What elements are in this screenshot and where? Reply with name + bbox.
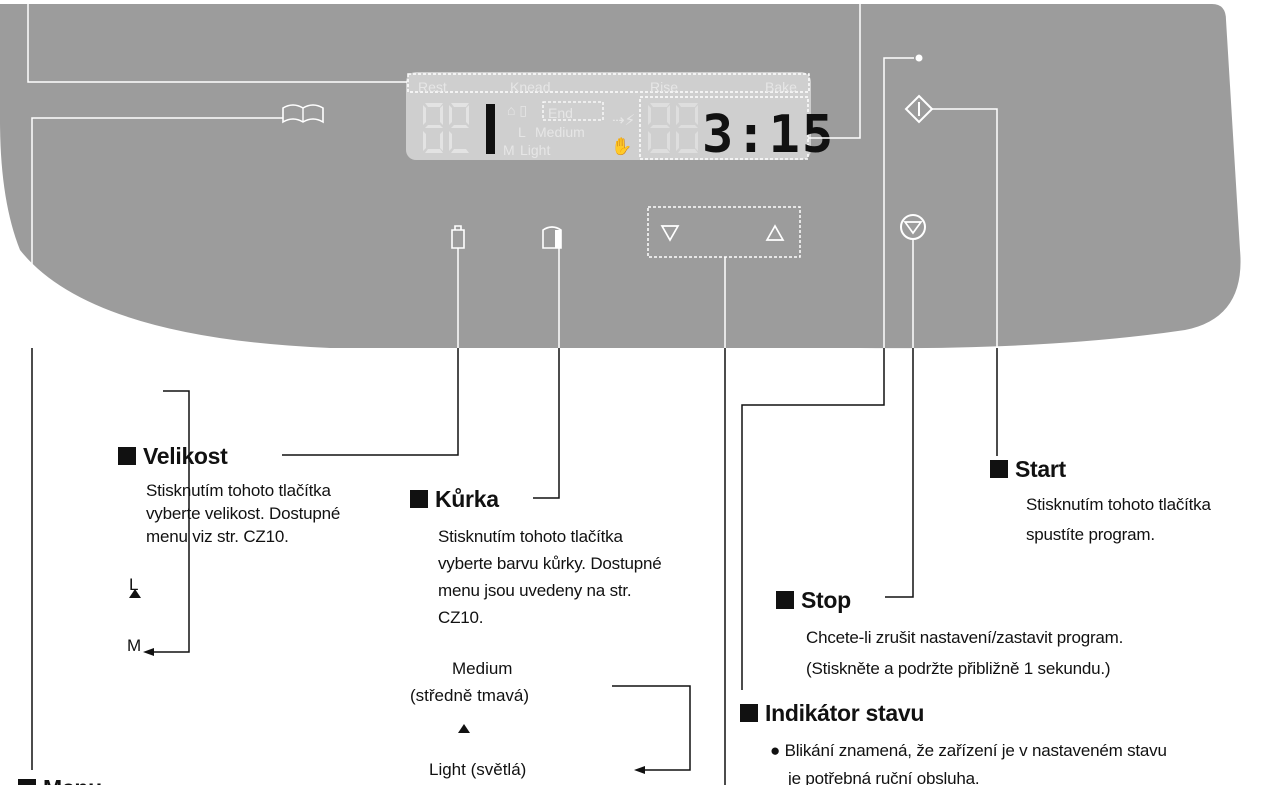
stage-rest: Rest	[418, 79, 447, 95]
size-line-3: menu viz str. CZ10.	[146, 527, 289, 546]
size-button[interactable]	[451, 225, 465, 249]
timer-buttons-highlight	[647, 206, 801, 258]
crust-callout-text: Stisknutím tohoto tlačítka vyberte barvu…	[438, 523, 662, 631]
stop-line-2: (Stiskněte a podržte přibližně 1 sekundu…	[806, 659, 1111, 678]
timer-up-button[interactable]	[765, 224, 785, 241]
crust-line-4: CZ10.	[438, 608, 484, 627]
start-title-text: Start	[1015, 456, 1066, 482]
timer-digits: 3:15	[648, 103, 835, 165]
stage-bake: Bake	[765, 79, 797, 95]
size-line-2: vyberte velikost. Dostupné	[146, 504, 341, 523]
size-callout-title: Velikost	[118, 443, 228, 470]
crust-light-label: Light	[520, 142, 550, 158]
status-line-2-text: je potřebná ruční obsluha.	[788, 769, 980, 785]
stage-knead: Knead	[510, 79, 550, 95]
start-line-2: spustíte program.	[1026, 525, 1155, 544]
menu-number-digits	[423, 103, 469, 153]
svg-text:⌂ ▯: ⌂ ▯	[507, 102, 527, 118]
timer-text: 3:15	[702, 105, 835, 165]
start-callout-text: Stisknutím tohoto tlačítka spustíte prog…	[1026, 490, 1211, 550]
size-callout-text: Stisknutím tohoto tlačítka vyberte velik…	[146, 479, 340, 548]
crust-cycle-light: Light (světlá)	[429, 760, 527, 779]
crust-line-3: menu jsou uvedeny na str.	[438, 581, 632, 600]
status-title-text: Indikátor stavu	[765, 700, 925, 726]
status-callout-title: Indikátor stavu	[740, 700, 924, 727]
stop-title-text: Stop	[801, 587, 851, 613]
lcd-display: Rest Knead Rise Bake ⌂ ▯ End L M Medium …	[406, 72, 835, 165]
timer-down-button[interactable]	[660, 225, 680, 242]
start-callout-title: Start	[990, 456, 1066, 483]
status-callout-text-wrap: ● Blikání znamená, že zařízení je v nast…	[770, 737, 1278, 785]
crust-cycle-medium: Medium	[452, 659, 513, 678]
cycle-arrowheads	[129, 589, 645, 774]
stop-line-1: Chcete-li zrušit nastavení/zastavit prog…	[806, 628, 1124, 647]
menu-callout-wrap: Menu	[10, 768, 150, 785]
size-l-label: L	[518, 124, 526, 140]
stop-button[interactable]	[900, 214, 926, 240]
size-title-text: Velikost	[143, 443, 228, 469]
crust-cycle-medium-note: (středně tmavá)	[410, 686, 530, 705]
crust-button[interactable]	[542, 226, 562, 249]
crust-title-text: Kůrka	[435, 486, 499, 512]
crust-line-2: vyberte barvu kůrky. Dostupné	[438, 554, 662, 573]
status-callout-text: ● Blikání znamená, že zařízení je v nast…	[770, 737, 1167, 785]
timer-indicators: ⇢⚡ ✋	[611, 112, 635, 156]
book-icon	[282, 104, 324, 124]
menu-title-text: Menu	[43, 775, 102, 785]
status-line-1-text: Blikání znamená, že zařízení je v nastav…	[784, 741, 1167, 760]
status-indicator	[915, 54, 923, 62]
start-line-1: Stisknutím tohoto tlačítka	[1026, 495, 1211, 514]
svg-text:⇢⚡: ⇢⚡	[612, 112, 635, 129]
start-button[interactable]	[904, 94, 934, 124]
end-label: End	[548, 105, 573, 121]
status-line-2: je potřebná ruční obsluha.	[770, 765, 1167, 785]
size-cycle-m: M	[127, 636, 142, 655]
crust-medium-label: Medium	[535, 124, 585, 140]
menu-callout-title: Menu	[18, 775, 102, 785]
size-line-1: Stisknutím tohoto tlačítka	[146, 481, 331, 500]
stage-rise: Rise	[650, 79, 678, 95]
crust-callout-title: Kůrka	[410, 486, 499, 513]
size-m-label: M	[503, 142, 515, 158]
stop-callout-title: Stop	[776, 587, 851, 614]
status-line-1: ● Blikání znamená, že zařízení je v nast…	[770, 741, 1167, 760]
crust-line-1: Stisknutím tohoto tlačítka	[438, 527, 623, 546]
stop-callout-text: Chcete-li zrušit nastavení/zastavit prog…	[806, 622, 1123, 684]
size-cycle-l: L	[129, 575, 139, 594]
size-crust-indicators: ⌂ ▯ End L M Medium Light	[503, 101, 604, 158]
callout-lines	[27, 0, 998, 785]
svg-text:✋: ✋	[611, 136, 632, 156]
control-panel	[0, 4, 1241, 349]
